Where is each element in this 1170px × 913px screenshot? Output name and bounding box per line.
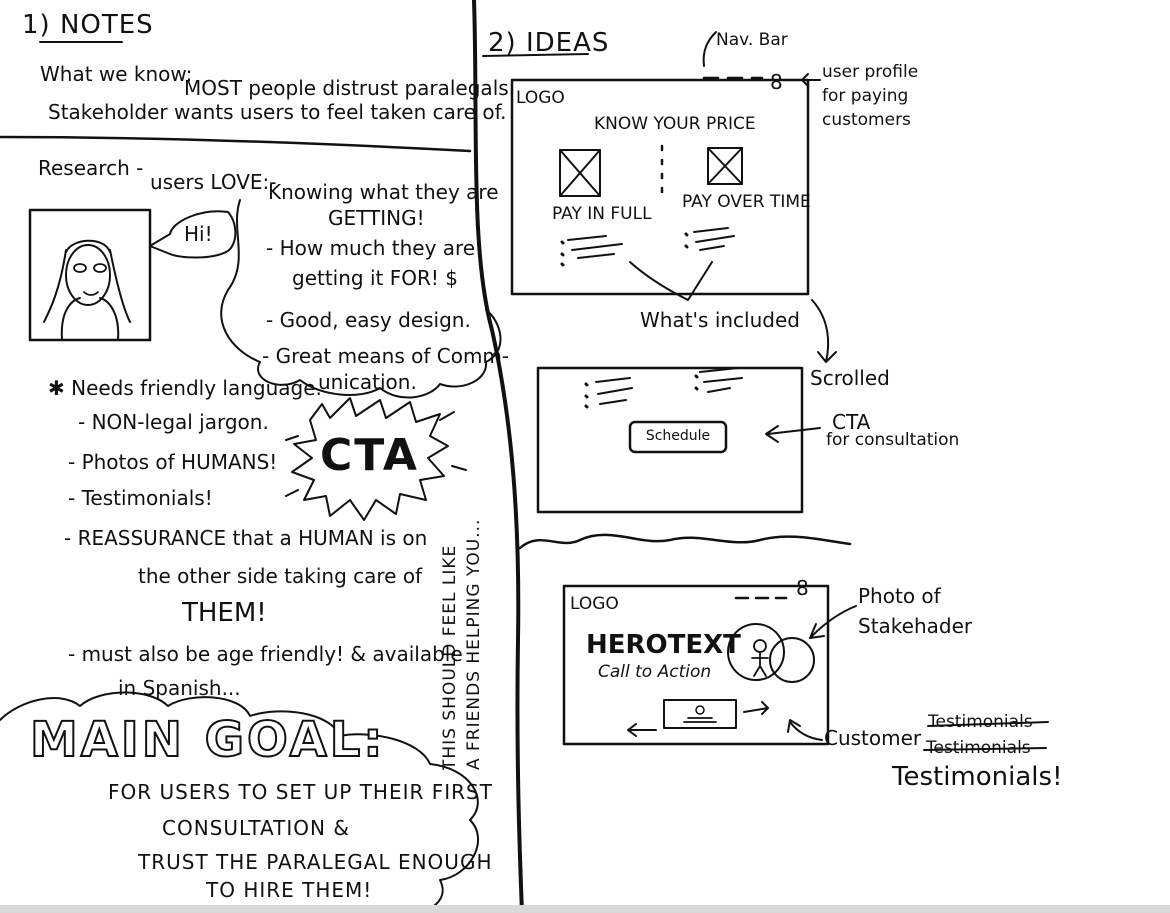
photo-note: Stakehader xyxy=(858,614,973,638)
what-we-know-line-1: MOST people distrust paralegals. xyxy=(184,76,516,100)
needs-item: the other side taking care of xyxy=(138,564,423,588)
wire2-call-to-action: Call to Action xyxy=(598,662,712,682)
main-goal-cloud xyxy=(0,691,480,913)
cta-burst-text: CTA xyxy=(320,430,419,481)
wire1-option-left: PAY IN FULL xyxy=(552,204,652,224)
page-divider xyxy=(472,0,524,913)
users-love-label: users LOVE:- xyxy=(150,170,277,194)
ideas-heading: 2) IDEAS xyxy=(488,28,610,58)
needs-item: - must also be age friendly! & available xyxy=(68,642,463,666)
user-profile-note: customers xyxy=(822,110,911,130)
photo-note: Photo of xyxy=(858,584,941,608)
main-goal-title: MAIN GOAL: xyxy=(29,711,386,769)
love-item: getting it FOR! $ xyxy=(292,266,458,290)
user-profile-note: user profile xyxy=(822,62,919,82)
schedule-button[interactable]: Schedule xyxy=(645,428,711,444)
section-wave xyxy=(518,533,852,550)
cta-burst xyxy=(291,397,449,521)
notes-heading: 1) NOTES xyxy=(22,10,154,40)
bottom-strip xyxy=(0,905,1170,913)
wire2-logo: LOGO xyxy=(570,594,619,614)
wireframe-scrolled xyxy=(536,366,804,514)
testimonial-carousel xyxy=(663,699,737,729)
needs-item: - NON-legal jargon. xyxy=(78,410,269,434)
what-we-know-label: What we know: xyxy=(40,62,193,86)
love-item: GETTING! xyxy=(328,206,425,230)
wire1-profile-icon: 8 xyxy=(770,70,783,94)
vertical-note-line-1: THIS SHOULD FEEL LIKE xyxy=(440,544,460,770)
wire1-logo: LOGO xyxy=(516,88,565,108)
needs-item: - Testimonials! xyxy=(68,486,213,510)
image-placeholder-icon xyxy=(559,149,601,197)
needs-item: ✱ Needs friendly language. xyxy=(48,376,322,400)
needs-item: - Photos of HUMANS! xyxy=(68,450,278,474)
speech-bubble-text: Hi! xyxy=(184,222,213,246)
main-goal-line: TRUST THE PARALEGAL ENOUGH xyxy=(138,850,493,874)
wireframe-hero xyxy=(562,584,830,746)
wire2-hero-text: HEROTEXT xyxy=(586,630,741,660)
needs-item: THEM! xyxy=(182,598,267,628)
what-we-know-line-2: Stakeholder wants users to feel taken ca… xyxy=(48,100,507,124)
wire2-profile-icon: 8 xyxy=(796,576,809,600)
struck-word: Testimonials xyxy=(926,738,1031,758)
scrolled-note: Scrolled xyxy=(810,366,890,390)
whats-included-note: What's included xyxy=(640,308,800,332)
portrait-frame xyxy=(28,208,152,342)
love-item: - How much they are xyxy=(266,236,476,260)
wire1-option-right: PAY OVER TIME xyxy=(682,192,811,212)
image-placeholder-icon xyxy=(707,147,743,185)
love-item: unication. xyxy=(318,370,417,394)
customer-label: Customer xyxy=(824,726,922,750)
research-label: Research - xyxy=(38,156,144,180)
speech-bubble xyxy=(149,210,237,259)
nav-bar-note: Nav. Bar xyxy=(716,30,788,50)
needs-item: - REASSURANCE that a HUMAN is on xyxy=(64,526,428,550)
main-goal-line: TO HIRE THEM! xyxy=(206,878,373,902)
wire1-title: KNOW YOUR PRICE xyxy=(594,114,756,134)
love-item: - Great means of Comm- xyxy=(262,344,510,368)
schedule-button-outline xyxy=(628,420,728,454)
cta-note: CTA xyxy=(832,410,871,434)
main-goal-line: FOR USERS TO SET UP THEIR FIRST xyxy=(108,780,493,804)
cta-note: for consultation xyxy=(826,430,960,450)
love-item: Knowing what they are xyxy=(268,180,499,204)
main-goal-line: CONSULTATION & xyxy=(162,816,350,840)
vertical-note-line-2: A FRIENDS HELPING YOU... xyxy=(464,518,484,770)
stakeholder-photo-icon xyxy=(727,623,785,681)
testimonials-label: Testimonials! xyxy=(892,762,1063,792)
struck-word: Testimonials xyxy=(928,712,1033,732)
user-profile-note: for paying xyxy=(822,86,909,106)
needs-item: in Spanish... xyxy=(118,676,241,700)
love-item: - Good, easy design. xyxy=(266,308,471,332)
wireframe-pricing xyxy=(510,78,810,296)
love-cloud xyxy=(220,199,502,399)
